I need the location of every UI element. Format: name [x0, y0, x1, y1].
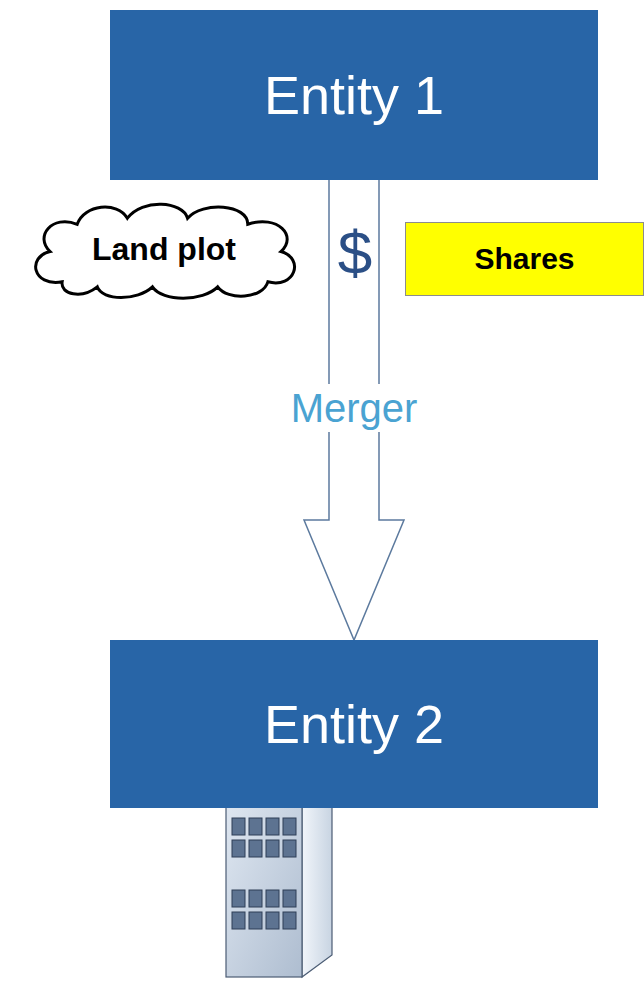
building-window — [266, 840, 279, 857]
cloud-shape: Land plot — [22, 196, 306, 302]
building-window — [283, 912, 296, 929]
shares-box: Shares — [405, 222, 644, 296]
node-text: Shares — [474, 242, 574, 276]
building-front — [226, 800, 302, 977]
building-window — [232, 890, 245, 907]
building-window — [266, 818, 279, 835]
entity-box: Entity 1 — [110, 10, 598, 180]
building-windows — [232, 818, 296, 929]
building-window — [249, 818, 262, 835]
entity-box: Entity 2 — [110, 640, 598, 808]
building-window — [249, 890, 262, 907]
building-window — [266, 912, 279, 929]
building-window — [283, 840, 296, 857]
building-window — [266, 890, 279, 907]
node-text: Land plot — [92, 231, 236, 268]
building-window — [249, 840, 262, 857]
building-window — [232, 840, 245, 857]
building-window — [232, 912, 245, 929]
node-text: Entity 2 — [264, 693, 444, 755]
cloud-path — [36, 204, 295, 298]
building-window — [283, 818, 296, 835]
building-window — [249, 912, 262, 929]
building-window — [283, 890, 296, 907]
building-window — [232, 818, 245, 835]
node-text: Entity 1 — [264, 64, 444, 126]
edge-label: Merger — [287, 384, 422, 432]
dollar-symbol: $ — [338, 222, 372, 284]
